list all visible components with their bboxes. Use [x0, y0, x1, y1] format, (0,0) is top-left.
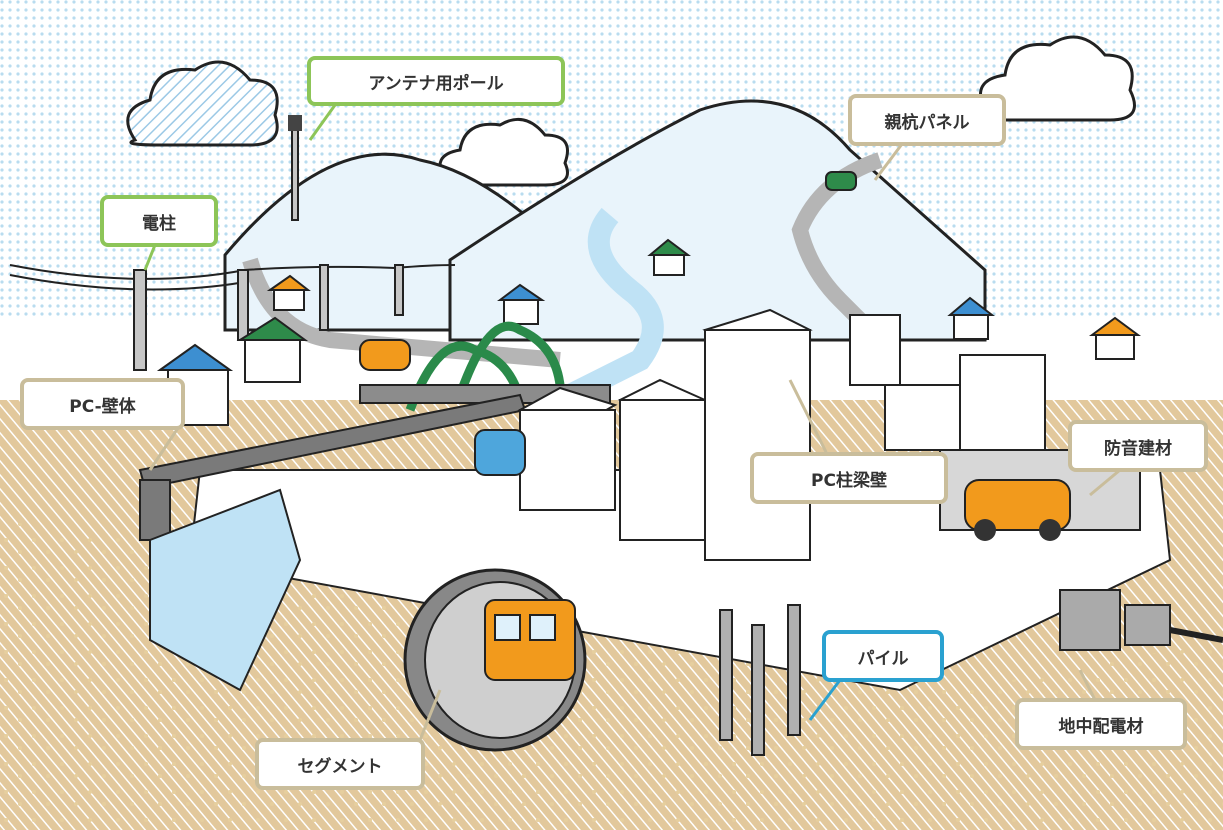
cloud-icon [126, 60, 279, 147]
house-icon [647, 238, 691, 276]
water-channel [149, 488, 302, 692]
house-icon [266, 274, 311, 311]
car-icon [359, 339, 411, 371]
building [517, 386, 618, 511]
house-icon [947, 296, 995, 340]
distribution-box [1059, 589, 1223, 651]
label-noise-barrier: 防音建材 [1068, 420, 1208, 472]
cloud-icon [979, 35, 1136, 122]
river [555, 207, 664, 410]
leader-lines [143, 104, 1121, 741]
pc-wall [138, 393, 527, 541]
label-pile-panel: 親杭パネル [848, 94, 1006, 146]
car-icon [964, 479, 1071, 541]
building [617, 378, 708, 541]
car-icon [474, 429, 526, 476]
antenna-pole [288, 115, 302, 221]
road [242, 257, 561, 368]
hill-right [448, 99, 987, 342]
label-pc-column-beam-wall: PC柱梁壁 [750, 452, 948, 504]
label-antenna-pole: アンテナ用ポール [307, 56, 565, 106]
house-icon [236, 316, 309, 383]
arch-bridge [405, 321, 565, 412]
label-pc-wall: PC-壁体 [20, 378, 185, 430]
label-pile: パイル [822, 630, 944, 682]
label-segment: セグメント [255, 738, 425, 790]
house-icon [1088, 316, 1142, 360]
label-underground-distribution: 地中配電材 [1015, 698, 1187, 750]
building [849, 314, 1046, 451]
pile [719, 604, 801, 756]
label-utility-pole: 電柱 [100, 195, 218, 247]
train-icon [484, 599, 576, 681]
house-icon [497, 283, 546, 325]
car-icon [825, 171, 857, 191]
building [702, 308, 813, 561]
